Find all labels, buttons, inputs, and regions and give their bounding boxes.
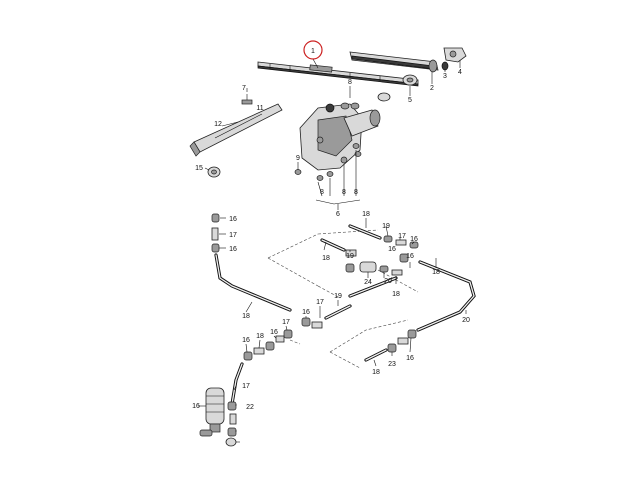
leader-lines bbox=[198, 58, 467, 443]
callout-19-a: 19 bbox=[382, 223, 390, 230]
left-connectors bbox=[211, 213, 220, 253]
callout-24: 24 bbox=[364, 279, 372, 286]
dashed-group bbox=[267, 229, 419, 369]
callout-17-a: 17 bbox=[229, 232, 237, 239]
washer-pump bbox=[199, 387, 237, 447]
arm-nut bbox=[441, 61, 449, 71]
lower-right-fittings bbox=[364, 329, 417, 362]
callout-7: 7 bbox=[242, 85, 246, 92]
grommet-15 bbox=[207, 166, 221, 178]
callout-19-top: 18 bbox=[392, 291, 400, 298]
callout-9: 9 bbox=[296, 155, 300, 162]
callout-18-h: 17 bbox=[242, 383, 250, 390]
callout-8-c: 8 bbox=[354, 189, 358, 196]
callout-18-e: 19 bbox=[334, 293, 342, 300]
callout-18-g: 18 bbox=[372, 369, 380, 376]
callout-18-d: 18 bbox=[432, 269, 440, 276]
callout-2: 2 bbox=[430, 85, 434, 92]
callout-20-a: 20 bbox=[384, 278, 392, 285]
callout-16-a: 16 bbox=[229, 216, 237, 223]
middle-connectors bbox=[320, 238, 409, 320]
callout-16-b: 16 bbox=[229, 246, 237, 253]
callout-18-f: 20 bbox=[462, 317, 470, 324]
callout-16-e: 16 bbox=[406, 253, 414, 260]
callout-17-e: 16 bbox=[406, 355, 414, 362]
callout-8-b: 8 bbox=[342, 189, 346, 196]
callout-5: 5 bbox=[408, 97, 412, 104]
callout-23: 16 bbox=[192, 403, 200, 410]
callout-15: 15 bbox=[195, 165, 203, 172]
callouts: 1 2 3 4 5 6 7 8 8 8 8 9 11 12 15 16 17 1… bbox=[192, 40, 470, 411]
callout-19-b: 19 bbox=[346, 253, 354, 260]
callout-6: 6 bbox=[336, 211, 340, 218]
callout-1-ring bbox=[303, 40, 323, 60]
clip bbox=[241, 94, 253, 105]
callout-20-b: 17 bbox=[282, 319, 290, 326]
callout-16-i: 22 bbox=[246, 404, 254, 411]
callout-19-c: 16 bbox=[302, 309, 310, 316]
callout-11: 11 bbox=[256, 105, 263, 112]
callout-17-d: 18 bbox=[256, 333, 264, 340]
callout-18-a: 18 bbox=[362, 211, 370, 218]
wiper-blade bbox=[257, 61, 419, 87]
grommet bbox=[402, 74, 418, 86]
callout-17-c: 16 bbox=[270, 329, 278, 336]
fasteners bbox=[294, 102, 362, 181]
callout-8-top: 8 bbox=[348, 79, 352, 86]
arm-cap bbox=[443, 47, 467, 63]
callout-16-f: 17 bbox=[316, 299, 324, 306]
callout-8-a: 8 bbox=[320, 189, 324, 196]
callout-4: 4 bbox=[458, 69, 462, 76]
wiper-motor bbox=[299, 103, 381, 171]
callout-1: 1 bbox=[311, 48, 315, 55]
callout-16-c: 16 bbox=[388, 246, 396, 253]
wiper-arm bbox=[349, 51, 439, 73]
callout-18-b: 18 bbox=[242, 313, 250, 320]
trim-panel bbox=[189, 103, 283, 157]
lower-fittings bbox=[230, 317, 323, 406]
callout-12: 12 bbox=[214, 121, 222, 128]
callout-16-d: 16 bbox=[410, 236, 418, 243]
callout-16-g: 16 bbox=[242, 337, 250, 344]
washer bbox=[377, 92, 391, 102]
callout-18-c: 18 bbox=[322, 255, 330, 262]
callout-17-b: 17 bbox=[398, 233, 406, 240]
callout-16-h: 23 bbox=[388, 361, 396, 368]
callout-3: 3 bbox=[443, 73, 447, 80]
